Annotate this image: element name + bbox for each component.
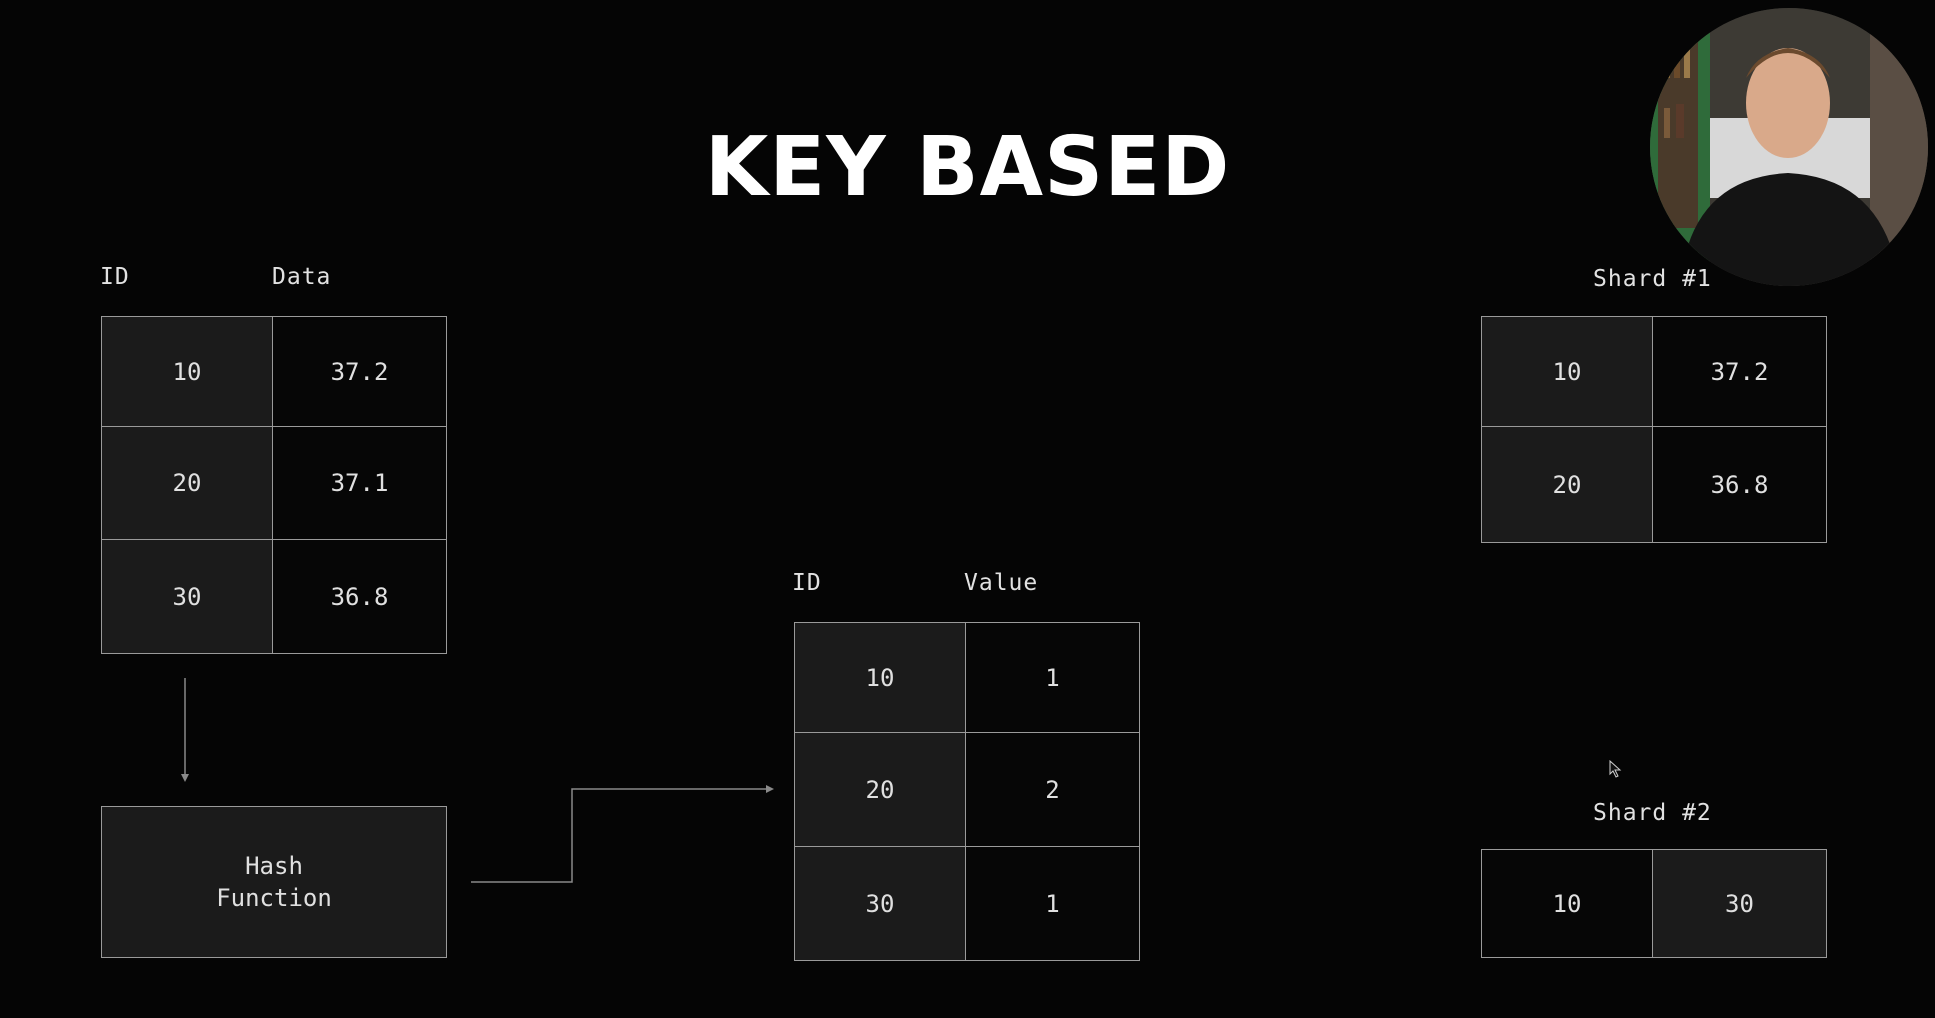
presenter-avatar-icon <box>1650 8 1928 286</box>
shard2-table: 10 30 <box>1481 849 1827 958</box>
table-row: 30 36.8 <box>101 539 447 654</box>
source-header-id: ID <box>100 264 130 290</box>
cell-id: 20 <box>101 426 273 540</box>
cell-data: 37.1 <box>272 426 447 540</box>
presenter-webcam <box>1650 8 1928 286</box>
cell-data: 37.2 <box>1652 316 1827 427</box>
source-header-data: Data <box>272 264 332 290</box>
value-header-id: ID <box>792 570 822 596</box>
shard1-label: Shard #1 <box>1593 266 1712 292</box>
cell-data: 36.8 <box>272 539 447 654</box>
cell-data: 30 <box>1652 849 1827 958</box>
table-row: 10 30 <box>1481 849 1827 958</box>
cell-data: 37.2 <box>272 316 447 427</box>
cell-value: 2 <box>965 732 1140 847</box>
table-row: 30 1 <box>794 846 1140 961</box>
table-row: 20 2 <box>794 732 1140 847</box>
mouse-cursor-icon <box>1609 760 1622 778</box>
cell-id: 30 <box>101 539 273 654</box>
cell-id: 20 <box>1481 426 1653 543</box>
table-row: 10 37.2 <box>101 316 447 427</box>
cell-id: 30 <box>794 846 966 961</box>
table-row: 20 36.8 <box>1481 426 1827 543</box>
value-header-value: Value <box>964 570 1039 596</box>
shard2-label: Shard #2 <box>1593 800 1712 826</box>
arrow-right-head <box>766 785 774 793</box>
table-row: 20 37.1 <box>101 426 447 540</box>
table-row: 10 1 <box>794 622 1140 733</box>
arrow-right-line <box>471 788 768 883</box>
cell-id: 10 <box>794 622 966 733</box>
cell-id: 10 <box>1481 849 1653 958</box>
arrow-down-head <box>181 774 189 782</box>
cell-value: 1 <box>965 622 1140 733</box>
cell-data: 36.8 <box>1652 426 1827 543</box>
value-table: 10 1 20 2 30 1 <box>794 622 1140 961</box>
hash-label-line1: Hash <box>245 852 303 880</box>
hash-function-box: Hash Function <box>101 806 447 958</box>
source-table: 10 37.2 20 37.1 30 36.8 <box>101 316 447 654</box>
cell-id: 10 <box>1481 316 1653 427</box>
cell-id: 20 <box>794 732 966 847</box>
table-row: 10 37.2 <box>1481 316 1827 427</box>
slide-title: KEY BASED <box>704 120 1231 215</box>
cell-value: 1 <box>965 846 1140 961</box>
hash-label-line2: Function <box>216 884 332 912</box>
shard1-table: 10 37.2 20 36.8 <box>1481 316 1827 543</box>
